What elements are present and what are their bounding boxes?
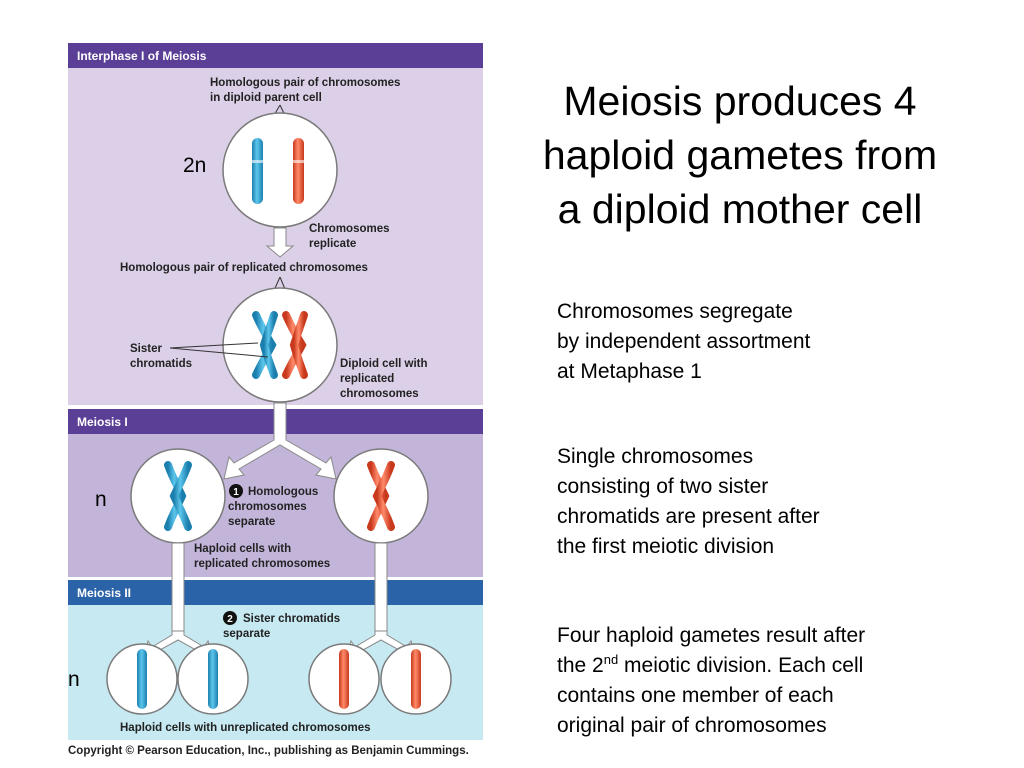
red-chromosome [293, 138, 304, 204]
ordinal-suffix: nd [603, 652, 619, 667]
replicate-label-2: replicate [309, 238, 356, 250]
note-text: the 2 [557, 654, 604, 677]
red-sister-chromatid [289, 311, 308, 379]
sister-chromatids-label-2: chromatids [130, 358, 192, 370]
diploid-cell-label-3: chromosomes [340, 388, 419, 400]
red-chromosome [339, 649, 349, 709]
ploidy-label-haploid-meiosis2: n [68, 668, 80, 691]
note-line: the first meiotic division [557, 535, 775, 558]
red-chromosome [411, 649, 421, 709]
haploid-unreplicated-label: Haploid cells with unreplicated chromoso… [120, 722, 371, 734]
meiosis1-split-arrow [223, 402, 337, 480]
blue-replicated-chromosome [164, 461, 187, 531]
replicate-label-1: Chromosomes [309, 223, 390, 235]
step-1-badge [229, 484, 243, 498]
note-line: Single chromosomes [557, 445, 754, 468]
diploid-parent-cell [222, 112, 338, 228]
note-line: at Metaphase 1 [557, 360, 702, 383]
haploid-replicated-label-1: Haploid cells with [194, 543, 291, 555]
note-text: meiotic division. Each cell [618, 654, 864, 677]
meiosis2-stem-left [171, 542, 185, 634]
note-line: contains one member of each [557, 684, 834, 707]
sister-chromatids-label-1: Sister [130, 343, 162, 355]
replicated-pair-label: Homologous pair of replicated chromosome… [120, 262, 368, 274]
diploid-cell-label-2: replicated [340, 373, 394, 385]
blue-chromosome [137, 649, 147, 709]
meiosis1-title: Meiosis I [77, 415, 128, 429]
homologous-pair-label-2: in diploid parent cell [210, 92, 322, 104]
replicated-diploid-cell [222, 287, 338, 403]
diploid-cell-label-1: Diploid cell with [340, 358, 428, 370]
red-replicated-chromosome [282, 311, 307, 379]
note-line: Four haploid gametes result after [557, 624, 866, 647]
blue-sister-chromatid [169, 461, 192, 531]
note-line: Chromosomes segregate [557, 300, 793, 323]
note-second-division: Four haploid gametes result after the 2n… [557, 621, 987, 741]
meiosis2-header [68, 580, 483, 605]
slide-title: Meiosis produces 4 haploid gametes from … [505, 74, 975, 236]
note-independent-assortment: Chromosomes segregate by independent ass… [557, 297, 987, 387]
note-line: the 2nd meiotic division. Each cell [557, 651, 987, 681]
meiosis-diagram: Interphase I of Meiosis Meiosis I Meiosi… [68, 43, 483, 740]
title-line: a diploid mother cell [557, 186, 923, 232]
note-line: chromatids are present after [557, 505, 820, 528]
interphase-header [68, 43, 483, 68]
blue-replicated-chromosome [252, 311, 277, 379]
meiosis2-title: Meiosis II [77, 586, 131, 600]
note-first-division: Single chromosomes consisting of two sis… [557, 442, 987, 562]
haploid-replicated-label-2: replicated chromosomes [194, 558, 330, 570]
ploidy-label-haploid-meiosis1: n [95, 488, 107, 511]
centromere [251, 160, 264, 163]
homologs-separate-label-1: Homologous [248, 486, 318, 498]
title-line: haploid gametes from [542, 132, 938, 178]
meiosis2-stem-right [374, 542, 388, 634]
pointer-line [169, 342, 259, 349]
blue-chromosome [252, 138, 263, 204]
blue-chromosome [208, 649, 218, 709]
red-replicated-chromosome [367, 461, 390, 531]
title-line: Meiosis produces 4 [563, 78, 917, 124]
interphase-title: Interphase I of Meiosis [77, 49, 207, 63]
sister-separate-label-2: separate [223, 628, 270, 640]
replicate-arrow [265, 227, 295, 258]
note-line: original pair of chromosomes [557, 714, 827, 737]
copyright-notice: Copyright © Pearson Education, Inc., pub… [68, 745, 469, 757]
step-1-number: 1 [233, 487, 239, 498]
note-line: by independent assortment [557, 330, 811, 353]
homologs-separate-label-3: separate [228, 516, 275, 528]
step-2-number: 2 [227, 614, 233, 625]
blue-sister-chromatid [259, 311, 278, 379]
homologs-separate-label-2: chromosomes [228, 501, 307, 513]
ploidy-label-diploid: 2n [183, 154, 207, 177]
pointer-line [169, 347, 269, 358]
centromere [292, 160, 305, 163]
step-2-badge [223, 611, 237, 625]
sister-separate-label-1: Sister chromatids [243, 613, 340, 625]
note-line: consisting of two sister [557, 475, 769, 498]
red-sister-chromatid [372, 461, 395, 531]
homologous-pair-label-1: Homologous pair of chromosomes [210, 77, 400, 89]
